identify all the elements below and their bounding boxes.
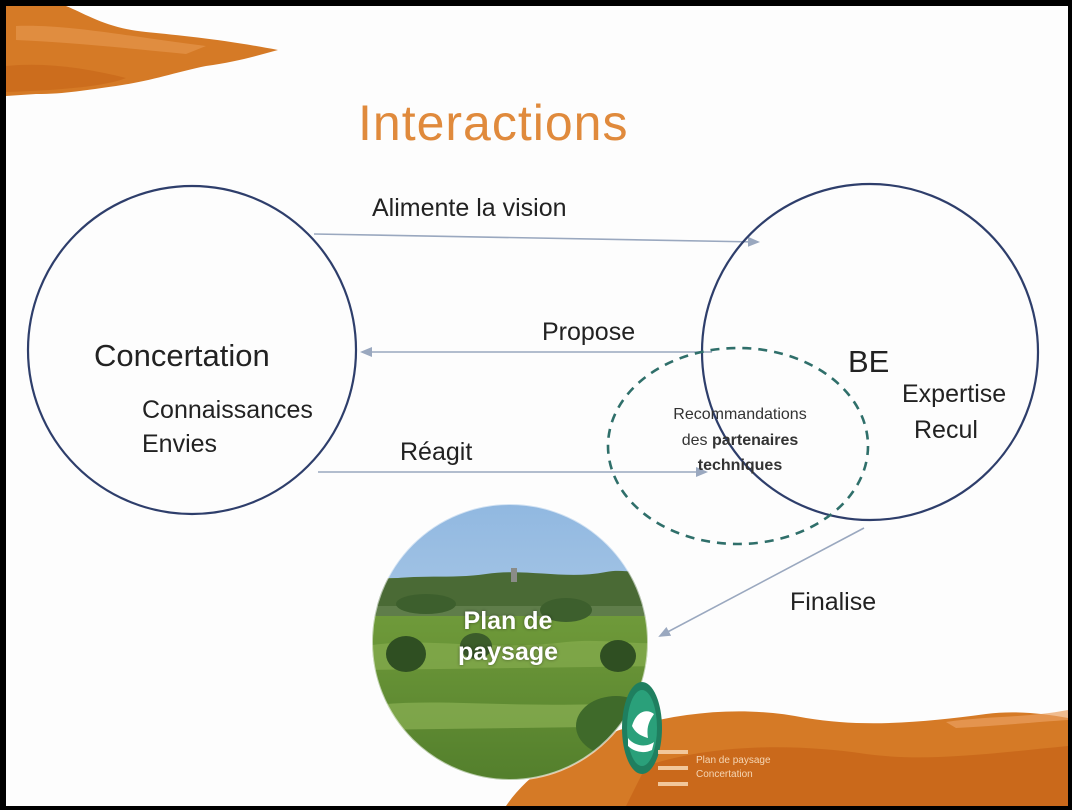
logo-text-line-1: Plan de paysage bbox=[696, 755, 771, 766]
arrow-finalise bbox=[658, 527, 865, 637]
edge-label-finalise: Finalise bbox=[790, 588, 877, 616]
edge-label-reagit: Réagit bbox=[400, 438, 473, 466]
arrow-alimente bbox=[313, 233, 760, 247]
logo-text: Plan de paysage Concertation bbox=[696, 754, 771, 781]
plan-paysage-line-2: paysage bbox=[457, 638, 559, 667]
plan-paysage-line-1: Plan de bbox=[463, 607, 553, 635]
partners-line-3-bold: techniques bbox=[697, 457, 783, 475]
edge-label-propose: Propose bbox=[542, 318, 636, 346]
partners-label: Recommandations des partenaires techniqu… bbox=[640, 402, 840, 479]
slide-canvas: Interactions Alimente la vision Propose … bbox=[6, 6, 1068, 806]
logo-text-line-2: Concertation bbox=[696, 768, 753, 780]
partners-line-2-prefix: des bbox=[681, 431, 712, 449]
concertation-title: Concertation bbox=[94, 338, 270, 373]
concertation-detail-2: Envies bbox=[142, 430, 218, 458]
concertation-circle bbox=[26, 184, 358, 516]
partners-line-2-bold: partenaires bbox=[711, 431, 799, 449]
plan-paysage-logo-emblem bbox=[622, 682, 688, 786]
partners-line-1: Recommandations bbox=[673, 406, 807, 423]
slide-title: Interactions bbox=[358, 95, 629, 151]
be-detail-2: Recul bbox=[914, 416, 978, 444]
edge-label-alimente: Alimente la vision bbox=[372, 194, 567, 222]
partners-line-2: des partenaires bbox=[640, 428, 840, 454]
concertation-detail-1: Connaissances bbox=[142, 396, 313, 424]
be-detail-1: Expertise bbox=[902, 380, 1007, 408]
partners-line-3: techniques bbox=[640, 453, 840, 479]
partners-dashed-ellipse bbox=[606, 346, 870, 546]
brush-stroke-top-left bbox=[6, 6, 278, 96]
plan-paysage-label: Plan de paysage bbox=[438, 606, 578, 669]
be-title: BE bbox=[848, 344, 890, 379]
diagram-graphics bbox=[6, 6, 1068, 806]
